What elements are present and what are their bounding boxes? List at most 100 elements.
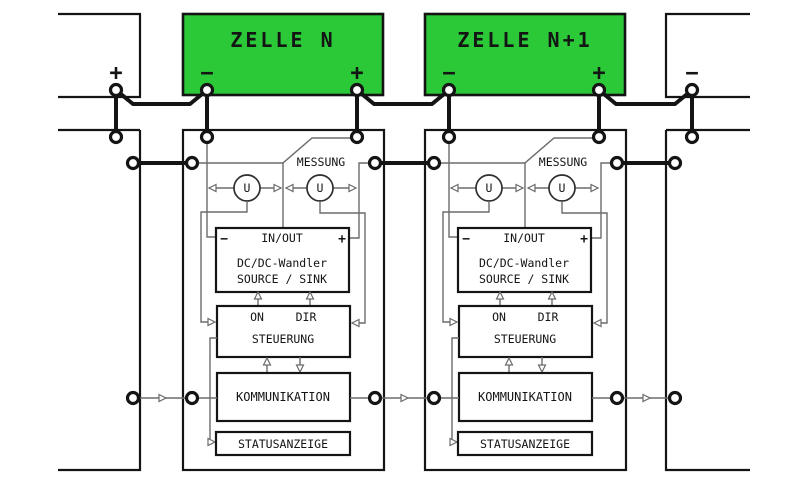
module-1: MESSUNG U U − IN/OUT + DC/DC-Wandler SOU… xyxy=(181,128,386,472)
module-2-messung-label: MESSUNG xyxy=(539,155,588,169)
wire-celln1-pos-to-busright xyxy=(597,88,694,106)
voltmeter-label: U xyxy=(486,181,493,195)
module-2-meter2-out-line xyxy=(561,201,608,324)
cell-n1-body xyxy=(423,12,627,97)
dcdc-name-label: DC/DC-Wandler xyxy=(237,256,327,270)
module-2-control-box xyxy=(457,304,594,359)
dcdc-mode-label: SOURCE / SINK xyxy=(237,272,327,286)
arrow-down-icon xyxy=(537,364,547,374)
control-on-label: ON xyxy=(250,310,264,324)
module-1-neg-sense-line xyxy=(206,137,216,238)
left-bus-polarity: + xyxy=(109,61,122,86)
arrow-left-icon xyxy=(449,183,459,193)
voltmeter-label: U xyxy=(244,181,251,195)
arrow-left-icon xyxy=(592,318,602,328)
status-label: STATUSANZEIGE xyxy=(238,437,328,451)
arrow-right-icon xyxy=(400,393,410,403)
cell-n-body xyxy=(181,12,385,97)
node-icon xyxy=(684,82,700,98)
node-icon xyxy=(591,129,607,145)
arrow-up-icon xyxy=(504,356,514,366)
module-1-status-box xyxy=(214,430,352,457)
dcdc-pos-label: + xyxy=(580,232,588,247)
node-icon xyxy=(684,129,700,145)
module-1-comm-box xyxy=(215,371,352,423)
control-on-label: ON xyxy=(492,310,506,324)
node-icon xyxy=(667,155,683,171)
module-2-ctrl-comm-lines xyxy=(508,357,543,373)
arrow-up-icon xyxy=(495,290,505,300)
node-icon xyxy=(108,129,124,145)
node-icon xyxy=(609,155,625,171)
module-2-comm-box xyxy=(457,371,594,423)
arrow-right-icon xyxy=(642,393,652,403)
node-icon xyxy=(591,82,607,98)
control-label: STEUERUNG xyxy=(494,332,556,346)
right-bus-top-rail xyxy=(664,12,750,99)
module-2-meter1-out-line xyxy=(442,201,490,323)
right-bus-polarity: − xyxy=(685,61,698,86)
left-bus-top-rail xyxy=(58,12,142,99)
node-icon xyxy=(349,129,365,145)
arrow-right-icon xyxy=(449,437,459,447)
comm-label: KOMMUNIKATION xyxy=(236,390,330,404)
module-2-dcdc-box xyxy=(456,226,593,294)
arrow-right-icon xyxy=(348,183,358,193)
arrow-left-icon xyxy=(284,183,294,193)
module-1-messung-label: MESSUNG xyxy=(297,155,346,169)
module-2: MESSUNG U U − IN/OUT + DC/DC-Wandler SOU… xyxy=(423,128,628,472)
control-dir-label: DIR xyxy=(296,310,317,324)
arrow-down-icon xyxy=(295,364,305,374)
node-icon xyxy=(108,82,124,98)
dcdc-name-label: DC/DC-Wandler xyxy=(479,256,569,270)
arrow-right-icon xyxy=(207,317,217,327)
node-icon xyxy=(667,390,683,406)
module-1-meter2-out-line xyxy=(319,201,366,324)
arrow-right-icon xyxy=(590,183,600,193)
wire-busleft-to-celln-neg xyxy=(114,88,209,106)
dcdc-port-label: IN/OUT xyxy=(503,231,545,245)
dcdc-neg-label: − xyxy=(462,232,470,247)
module-1-meter1-out-line xyxy=(200,201,248,323)
module-1-ctrl-comm-lines xyxy=(266,357,301,373)
control-dir-label: DIR xyxy=(538,310,559,324)
cell-n-label: ZELLE N xyxy=(230,28,335,52)
right-bus: − xyxy=(664,12,750,472)
node-icon xyxy=(367,390,383,406)
arrow-left-icon xyxy=(526,183,536,193)
left-bus: + xyxy=(58,12,142,472)
module-2-status-box xyxy=(456,430,594,457)
module-2-neg-sense-line xyxy=(448,137,458,238)
cell-n1-label: ZELLE N+1 xyxy=(457,28,592,52)
cell-n1: ZELLE N+1 − + xyxy=(423,12,627,97)
module-1-control-lines xyxy=(257,293,311,306)
arrow-up-icon xyxy=(305,290,315,300)
module-1-status-line xyxy=(208,337,217,443)
left-bus-vertical xyxy=(58,130,142,472)
arrow-left-icon xyxy=(350,318,360,328)
node-icon xyxy=(125,390,141,406)
arrow-right-icon xyxy=(515,183,525,193)
arrow-up-icon xyxy=(262,356,272,366)
node-icon xyxy=(349,82,365,98)
module-2-output-line xyxy=(591,162,617,239)
dcdc-pos-label: + xyxy=(338,232,346,247)
cell-n: ZELLE N − + xyxy=(181,12,385,97)
terminal-stubs xyxy=(114,88,694,139)
module-2-control-lines xyxy=(499,293,553,306)
module-1-dcdc-box xyxy=(214,226,351,294)
cell-n1-pos-label: + xyxy=(592,61,605,86)
node-icon xyxy=(426,390,442,406)
cell-n-neg-label: − xyxy=(200,61,213,86)
module-1-enclosure xyxy=(181,128,386,472)
node-icon xyxy=(441,82,457,98)
arrow-up-icon xyxy=(253,290,263,300)
dcdc-neg-label: − xyxy=(220,232,228,247)
voltmeter-label: U xyxy=(317,181,324,195)
node-icon xyxy=(199,82,215,98)
module-1-output-line xyxy=(349,162,375,239)
node-icon xyxy=(125,155,141,171)
module-2-enclosure xyxy=(423,128,628,472)
